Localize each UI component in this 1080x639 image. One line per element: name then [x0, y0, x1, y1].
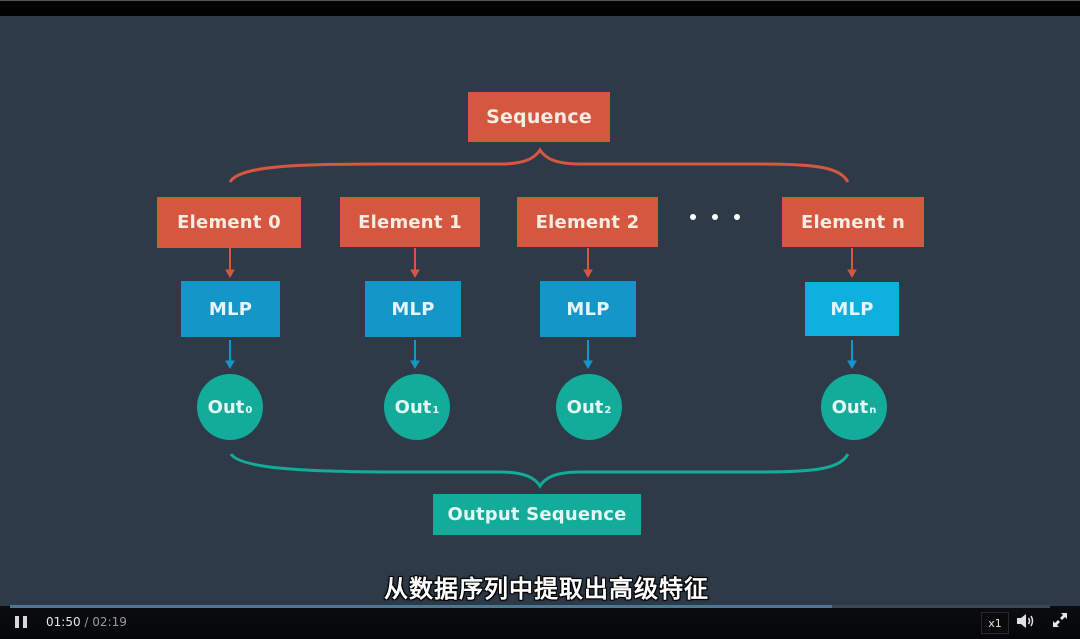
output-subscript: 0 — [245, 404, 253, 416]
total-time: 02:19 — [92, 615, 127, 629]
current-time: 01:50 — [46, 615, 81, 629]
element-box: Element 1 — [340, 197, 480, 247]
mlp-box: MLP — [365, 281, 461, 337]
player-control-bar — [0, 606, 1080, 639]
ellipsis-dots — [690, 214, 740, 220]
element-box: Element 2 — [517, 197, 658, 247]
output-label: Out — [831, 396, 869, 418]
fullscreen-button[interactable] — [1052, 612, 1068, 628]
output-subscript: 1 — [432, 404, 440, 416]
mlp-box: MLP — [540, 281, 636, 337]
volume-button[interactable] — [1016, 612, 1036, 630]
sequence-box: Sequence — [468, 92, 610, 142]
element-box: Element 0 — [157, 197, 301, 248]
time-separator: / — [84, 615, 89, 629]
fullscreen-icon — [1053, 613, 1067, 627]
mlp-to-output-arrows — [225, 340, 857, 370]
output-subscript: 2 — [604, 404, 612, 416]
subtitle-caption: 从数据序列中提取出高级特征 — [384, 575, 709, 603]
pause-icon-bar — [23, 616, 27, 628]
mlp-box: MLP — [181, 281, 280, 337]
time-display: 01:50 / 02:19 — [46, 615, 127, 629]
progress-fill — [10, 605, 832, 608]
volume-icon — [1017, 614, 1034, 628]
pause-icon — [15, 616, 19, 628]
element-to-mlp-arrows — [225, 248, 857, 279]
output-label: Out — [207, 396, 245, 418]
output-sequence-box: Output Sequence — [433, 494, 641, 535]
output-label: Out — [394, 396, 432, 418]
output-subscript: n — [869, 404, 877, 416]
output-brace — [229, 453, 850, 489]
sequence-brace — [228, 147, 850, 183]
mlp-box: MLP — [805, 282, 899, 336]
element-box: Element n — [782, 197, 924, 247]
top-letterbox-bar — [0, 0, 1080, 16]
output-label: Out — [566, 396, 604, 418]
playback-speed-button[interactable]: x1 — [981, 612, 1009, 634]
pause-button[interactable] — [15, 616, 27, 628]
